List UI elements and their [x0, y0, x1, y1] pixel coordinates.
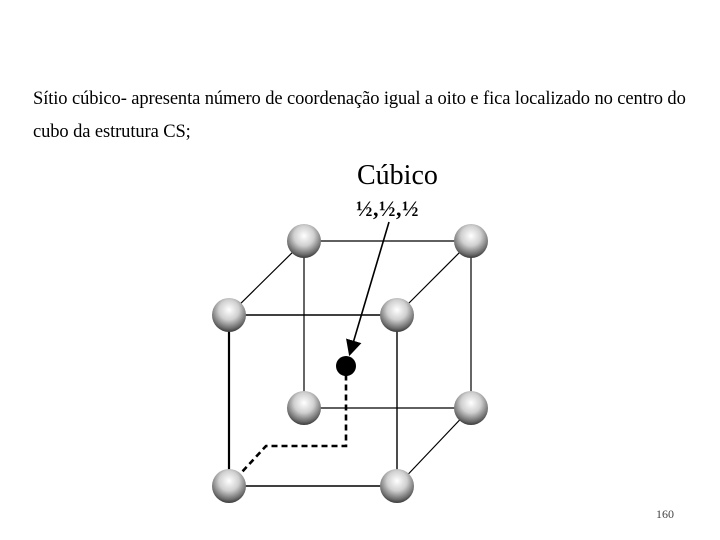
cube-back-face: [303, 240, 472, 409]
corner-atom: [380, 298, 414, 332]
site-pointer-arrow: [346, 221, 390, 357]
corner-atom: [380, 469, 414, 503]
cubic-site-center: [336, 356, 356, 376]
corner-atom: [212, 469, 246, 503]
corner-atom: [287, 391, 321, 425]
cubic-site-label: Cúbico: [357, 160, 438, 191]
cube-front-face: [227, 314, 398, 487]
cubic-site-diagram: [195, 160, 515, 510]
corner-atom: [454, 391, 488, 425]
cubic-site-coordinates: ½,½,½: [356, 196, 419, 221]
corner-atom: [454, 224, 488, 258]
page-number: 160: [656, 507, 674, 521]
cube-depth-edges: [228, 240, 472, 487]
corner-atom: [212, 298, 246, 332]
corner-atom: [287, 224, 321, 258]
corner-atoms: [212, 224, 488, 503]
slide-paragraph: Sítio cúbico- apresenta número de coorde…: [33, 89, 686, 142]
center-dashed-path: [228, 368, 348, 487]
